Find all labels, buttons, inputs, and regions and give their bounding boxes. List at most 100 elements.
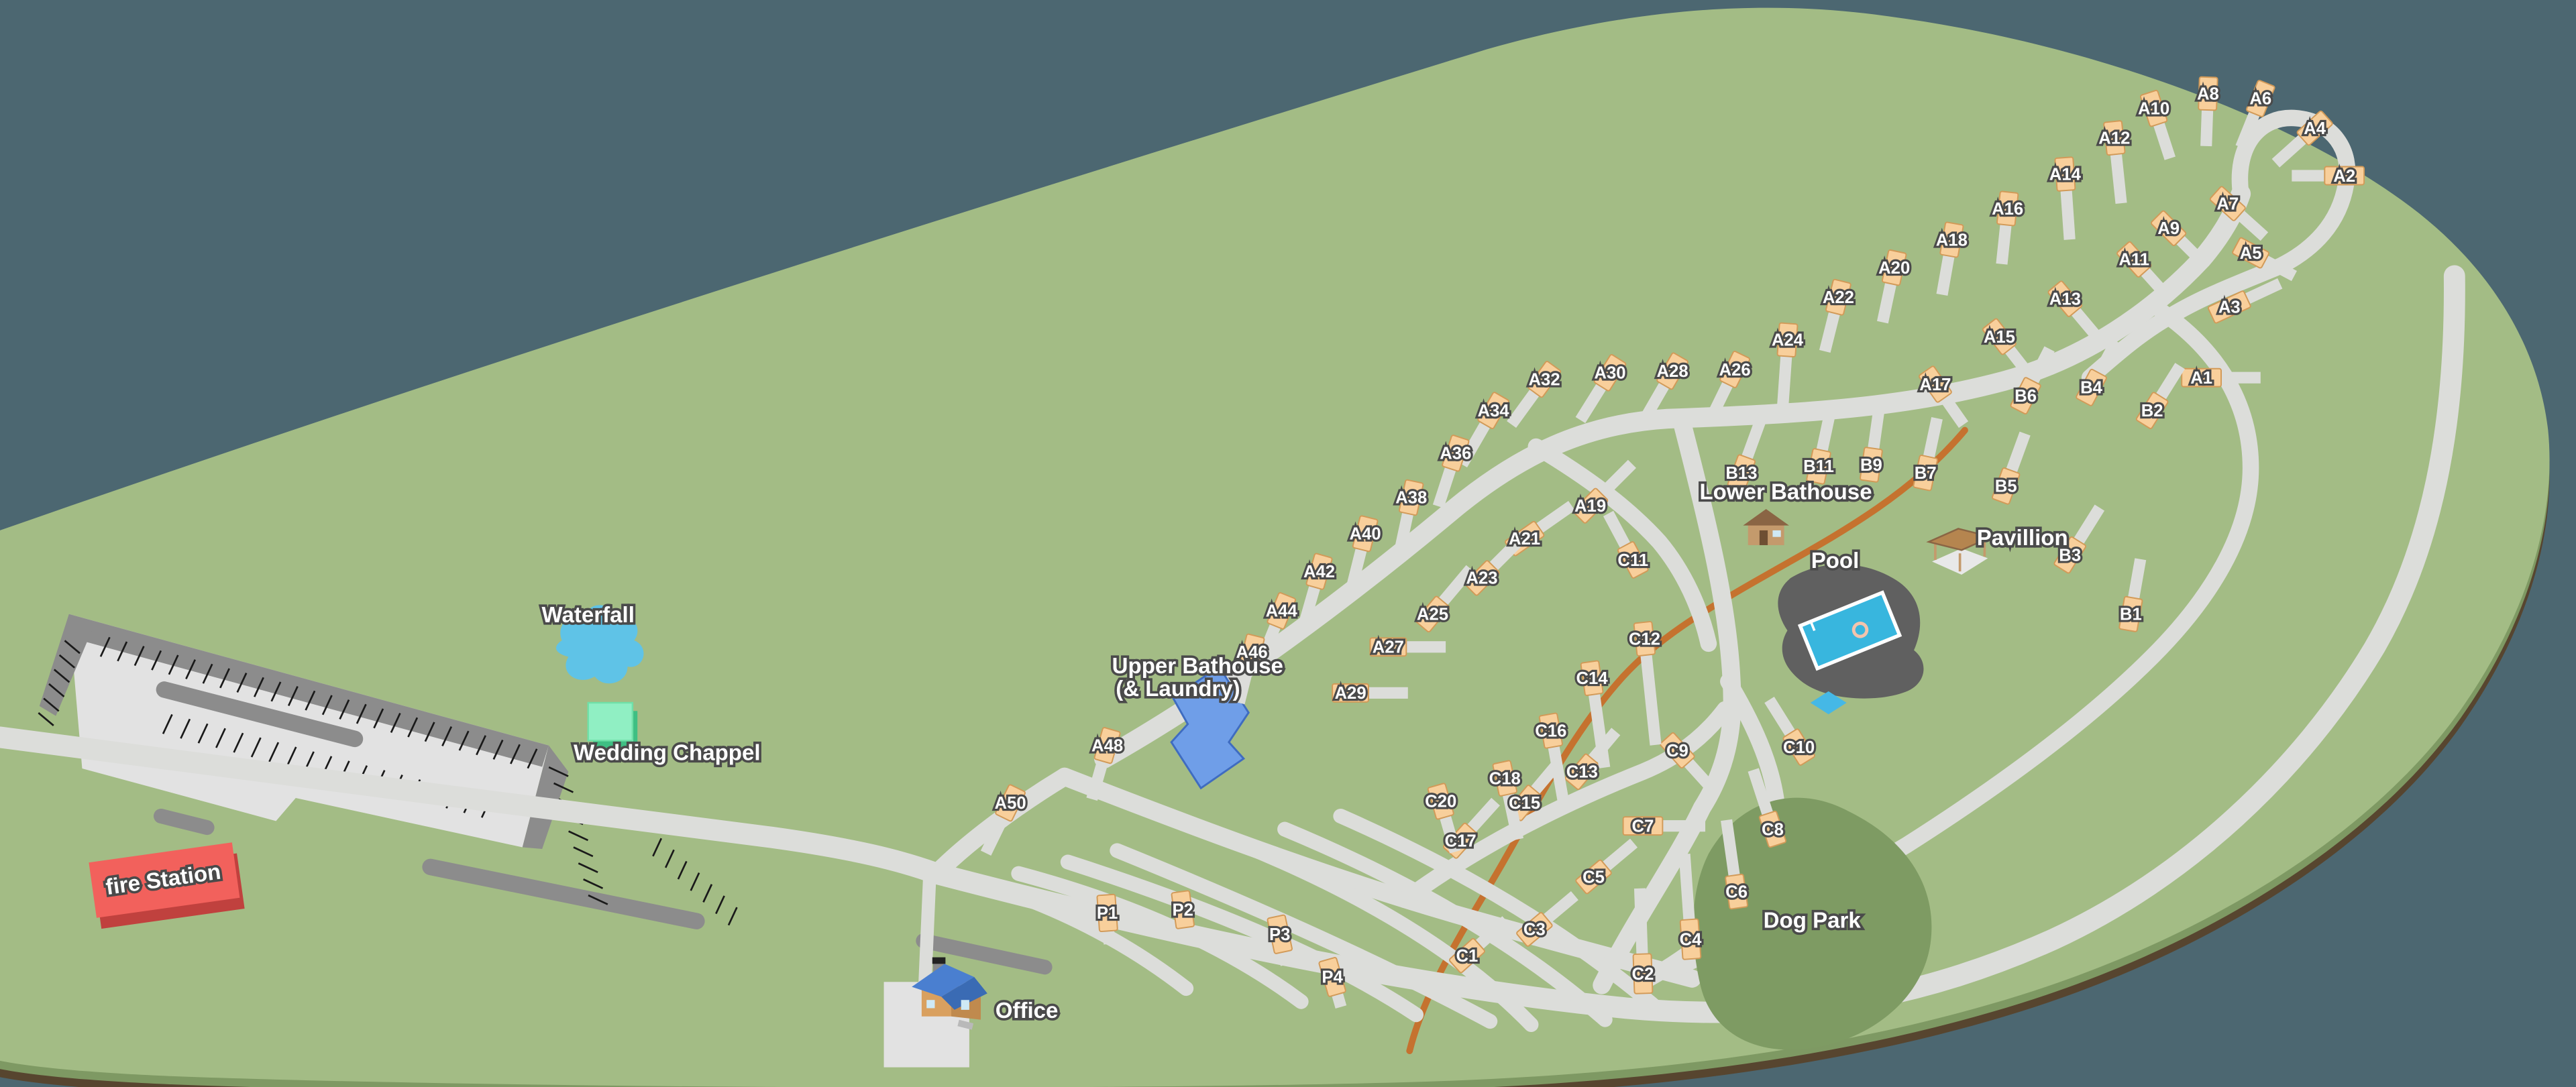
- site-pad[interactable]: [1572, 488, 1609, 524]
- site-pad[interactable]: [1398, 479, 1424, 516]
- site-A34[interactable]: [1454, 392, 1509, 469]
- site-pad[interactable]: [1332, 683, 1369, 703]
- site-B11[interactable]: [1806, 410, 1839, 485]
- site-C4[interactable]: [1676, 854, 1702, 960]
- site-B13[interactable]: [1727, 417, 1769, 492]
- site-pad[interactable]: [2198, 76, 2218, 111]
- site-pad[interactable]: [2054, 156, 2076, 192]
- site-pad[interactable]: [1369, 637, 1407, 657]
- site-pad[interactable]: [1918, 365, 1952, 403]
- site-A8[interactable]: [2197, 76, 2218, 147]
- site-A16[interactable]: [1993, 190, 2019, 265]
- site-pad[interactable]: [1996, 190, 2019, 227]
- site-A17[interactable]: [1918, 365, 1971, 430]
- site-A13[interactable]: [2047, 280, 2104, 342]
- site-pad[interactable]: [1305, 553, 1333, 590]
- site-pad[interactable]: [1238, 633, 1265, 671]
- site-A44[interactable]: [1253, 592, 1296, 663]
- site-pad[interactable]: [2053, 536, 2086, 574]
- site-A22[interactable]: [1816, 278, 1851, 353]
- site-C9[interactable]: [1660, 732, 1719, 795]
- site-pad[interactable]: [1580, 660, 1604, 697]
- site-pad[interactable]: [1093, 727, 1121, 764]
- site-C6[interactable]: [1717, 819, 1748, 910]
- site-pad[interactable]: [2010, 377, 2041, 415]
- site-B2[interactable]: [2135, 361, 2188, 429]
- site-A6[interactable]: [2233, 80, 2275, 150]
- site-A14[interactable]: [2054, 156, 2078, 240]
- site-C16[interactable]: [1538, 712, 1572, 805]
- site-pad[interactable]: [1679, 918, 1702, 960]
- site-C12[interactable]: [1633, 621, 1664, 746]
- site-pad[interactable]: [1352, 515, 1379, 553]
- site-A42[interactable]: [1296, 553, 1333, 624]
- site-C10[interactable]: [1762, 695, 1815, 766]
- site-A23[interactable]: [1464, 530, 1530, 596]
- site-pad[interactable]: [1992, 467, 2021, 505]
- site-C14[interactable]: [1580, 660, 1613, 768]
- site-pad[interactable]: [2207, 290, 2251, 324]
- site-A24[interactable]: [1774, 322, 1799, 410]
- site-A50[interactable]: [978, 784, 1026, 857]
- site-pad[interactable]: [1527, 361, 1562, 398]
- site-pad[interactable]: [1725, 873, 1748, 910]
- site-A15[interactable]: [1982, 318, 2041, 386]
- site-B7[interactable]: [1913, 416, 1946, 492]
- site-pad[interactable]: [2103, 120, 2126, 156]
- site-B9[interactable]: [1860, 408, 1888, 483]
- site-pad[interactable]: [2047, 280, 2083, 317]
- site-A46[interactable]: [1230, 633, 1265, 705]
- site-pad[interactable]: [1492, 760, 1517, 797]
- site-pad[interactable]: [1913, 455, 1938, 492]
- site-A28[interactable]: [1637, 352, 1688, 424]
- site-C11[interactable]: [1601, 509, 1649, 579]
- site-pad[interactable]: [2135, 392, 2169, 429]
- site-B4[interactable]: [2076, 337, 2124, 406]
- site-pad[interactable]: [1427, 783, 1454, 820]
- site-A26[interactable]: [1703, 351, 1750, 424]
- site-A5[interactable]: [2232, 237, 2298, 284]
- site-pad[interactable]: [1415, 595, 1450, 632]
- site-pad[interactable]: [2140, 89, 2168, 127]
- site-pad[interactable]: [1442, 435, 1470, 472]
- site-A48[interactable]: [1083, 727, 1121, 801]
- site-P2[interactable]: [1171, 890, 1196, 941]
- site-P1[interactable]: [1096, 893, 1118, 945]
- site-pad[interactable]: [1622, 816, 1664, 836]
- site-C3[interactable]: [1516, 889, 1580, 947]
- site-pad[interactable]: [1632, 953, 1654, 994]
- site-P4[interactable]: [1318, 957, 1350, 1009]
- site-P3[interactable]: [1267, 914, 1295, 966]
- site-pad[interactable]: [995, 784, 1026, 822]
- site-C20[interactable]: [1427, 783, 1464, 854]
- site-pad[interactable]: [1633, 621, 1656, 656]
- site-A30[interactable]: [1572, 354, 1627, 425]
- site-pad[interactable]: [1516, 912, 1553, 947]
- site-A12[interactable]: [2103, 120, 2131, 205]
- site-pad[interactable]: [2116, 241, 2152, 278]
- site-C2[interactable]: [1631, 888, 1654, 994]
- site-A19[interactable]: [1572, 457, 1639, 524]
- site-pad[interactable]: [2181, 367, 2222, 388]
- site-pad[interactable]: [1758, 810, 1787, 848]
- site-A38[interactable]: [1391, 479, 1424, 551]
- site-A9[interactable]: [2151, 210, 2210, 270]
- site-pad[interactable]: [1617, 541, 1649, 579]
- site-pad[interactable]: [1096, 893, 1118, 933]
- site-C8[interactable]: [1745, 767, 1787, 848]
- site-pad[interactable]: [1464, 560, 1500, 596]
- site-pad[interactable]: [1656, 352, 1688, 390]
- site-pad[interactable]: [2232, 237, 2269, 269]
- site-pad[interactable]: [1477, 392, 1509, 430]
- site-pad[interactable]: [1318, 957, 1346, 997]
- site-pad[interactable]: [2076, 368, 2107, 406]
- site-pad[interactable]: [1267, 914, 1293, 954]
- site-pad[interactable]: [1939, 221, 1964, 258]
- site-pad[interactable]: [1660, 732, 1695, 769]
- site-A11[interactable]: [2116, 241, 2174, 302]
- site-A2[interactable]: [2292, 166, 2365, 186]
- site-pad[interactable]: [1267, 592, 1296, 630]
- site-C7[interactable]: [1622, 816, 1706, 836]
- site-pad[interactable]: [1538, 712, 1563, 749]
- site-A36[interactable]: [1430, 435, 1470, 509]
